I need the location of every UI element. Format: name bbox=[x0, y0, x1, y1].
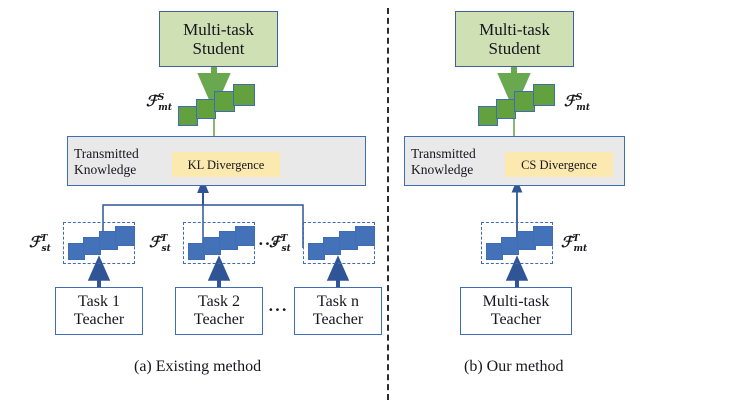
feature-square bbox=[533, 84, 555, 106]
teacher-box-a-2-line1: Task 2 bbox=[198, 293, 240, 311]
teacher-feature-label-a-3-sub: st bbox=[281, 244, 291, 254]
feature-square bbox=[115, 226, 135, 246]
feature-square bbox=[196, 99, 216, 119]
teacher-feature-label-a-3: ℱTst bbox=[269, 233, 291, 254]
teacher-feature-label-a-1-sub: st bbox=[41, 244, 51, 254]
teacher-feature-label-a-1-sup: T bbox=[40, 234, 48, 244]
feature-square bbox=[235, 226, 255, 246]
student-feature-label-b-sub: mt bbox=[576, 103, 590, 113]
student-box-a[interactable]: Multi-task Student bbox=[159, 11, 278, 67]
feature-square bbox=[514, 91, 535, 112]
divergence-chip-b[interactable]: CS Divergence bbox=[505, 152, 613, 177]
student-box-b-line2: Student bbox=[488, 39, 541, 58]
feature-square bbox=[478, 106, 498, 126]
teacher-boxes-ellipsis-a: ··· bbox=[268, 300, 289, 319]
teacher-box-a-1[interactable]: Task 1 Teacher bbox=[55, 287, 143, 335]
teacher-box-b-1-line2: Teacher bbox=[490, 311, 542, 328]
teacher-box-a-3[interactable]: Task n Teacher bbox=[294, 287, 382, 335]
teacher-feature-label-a-2-sup: T bbox=[160, 234, 168, 244]
panel-caption-b: (b) Our method bbox=[464, 358, 564, 375]
teacher-box-a-2[interactable]: Task 2 Teacher bbox=[175, 287, 263, 335]
teacher-box-b-1[interactable]: Multi-task Teacher bbox=[460, 287, 572, 335]
student-feature-label-a-base: ℱ bbox=[146, 92, 158, 110]
teacher-feature-label-a-3-sup: T bbox=[280, 234, 288, 244]
student-feature-stack-b bbox=[478, 84, 556, 126]
student-feature-stack-a bbox=[178, 84, 256, 126]
panel-caption-a: (a) Existing method bbox=[134, 358, 262, 375]
student-feature-label-a-sub: mt bbox=[158, 103, 172, 113]
student-box-a-line1: Multi-task bbox=[183, 19, 254, 39]
student-feature-label-a: ℱSmt bbox=[146, 92, 172, 113]
teacher-box-b-1-line1: Multi-task bbox=[482, 293, 550, 311]
student-feature-label-b-sup: S bbox=[575, 93, 583, 103]
teacher-box-a-1-line1: Task 1 bbox=[78, 293, 120, 311]
student-box-b[interactable]: Multi-task Student bbox=[455, 11, 574, 67]
teacher-feature-label-b-1-base: ℱ bbox=[561, 233, 573, 251]
feature-square bbox=[233, 84, 255, 106]
divergence-chip-a[interactable]: KL Divergence bbox=[172, 152, 280, 177]
student-feature-label-b-base: ℱ bbox=[564, 92, 576, 110]
transmitted-knowledge-label-a-line2: Knowledge bbox=[74, 162, 137, 178]
teacher-feature-stack-a-1 bbox=[66, 226, 135, 262]
teacher-feature-stack-a-2 bbox=[186, 226, 255, 262]
teacher-feature-stack-b-1 bbox=[484, 226, 553, 262]
teacher-feature-label-a-2: ℱTst bbox=[149, 233, 171, 254]
teacher-feature-stack-a-3 bbox=[306, 226, 375, 262]
student-box-b-line1: Multi-task bbox=[479, 19, 550, 39]
teacher-box-a-1-line2: Teacher bbox=[73, 311, 125, 328]
feature-square bbox=[533, 226, 553, 246]
teacher-feature-label-b-1-sub: mt bbox=[573, 244, 588, 254]
teacher-feature-label-a-1-base: ℱ bbox=[29, 233, 41, 251]
teacher-feature-label-a-1: ℱTst bbox=[29, 233, 51, 254]
teacher-box-a-2-line2: Teacher bbox=[193, 311, 245, 328]
teacher-feature-label-a-3-base: ℱ bbox=[269, 233, 281, 251]
transmitted-knowledge-label-b: Transmitted Knowledge bbox=[411, 146, 501, 178]
feature-square bbox=[355, 226, 375, 246]
feature-square bbox=[214, 91, 235, 112]
feature-square bbox=[178, 106, 198, 126]
transmitted-knowledge-label-b-line1: Transmitted bbox=[411, 146, 476, 161]
teacher-box-a-3-line2: Teacher bbox=[312, 311, 364, 328]
teacher-feature-label-b-1: ℱTmt bbox=[561, 233, 587, 254]
student-feature-label-a-sup: S bbox=[157, 93, 165, 103]
student-feature-label-b: ℱSmt bbox=[564, 92, 590, 113]
teacher-feature-label-b-1-sup: T bbox=[572, 234, 580, 244]
student-box-a-line2: Student bbox=[192, 39, 245, 58]
feature-groups-ellipsis-a: ··· bbox=[258, 234, 279, 253]
teacher-feature-label-a-2-sub: st bbox=[161, 244, 171, 254]
teacher-box-a-3-line1: Task n bbox=[317, 293, 359, 311]
transmitted-knowledge-label-a-line1: Transmitted bbox=[74, 146, 139, 161]
transmitted-knowledge-label-a: Transmitted Knowledge bbox=[74, 146, 164, 178]
feature-square bbox=[496, 99, 516, 119]
transmitted-knowledge-label-b-line2: Knowledge bbox=[411, 162, 474, 178]
panel-divider bbox=[387, 8, 389, 400]
teacher-feature-label-a-2-base: ℱ bbox=[149, 233, 161, 251]
